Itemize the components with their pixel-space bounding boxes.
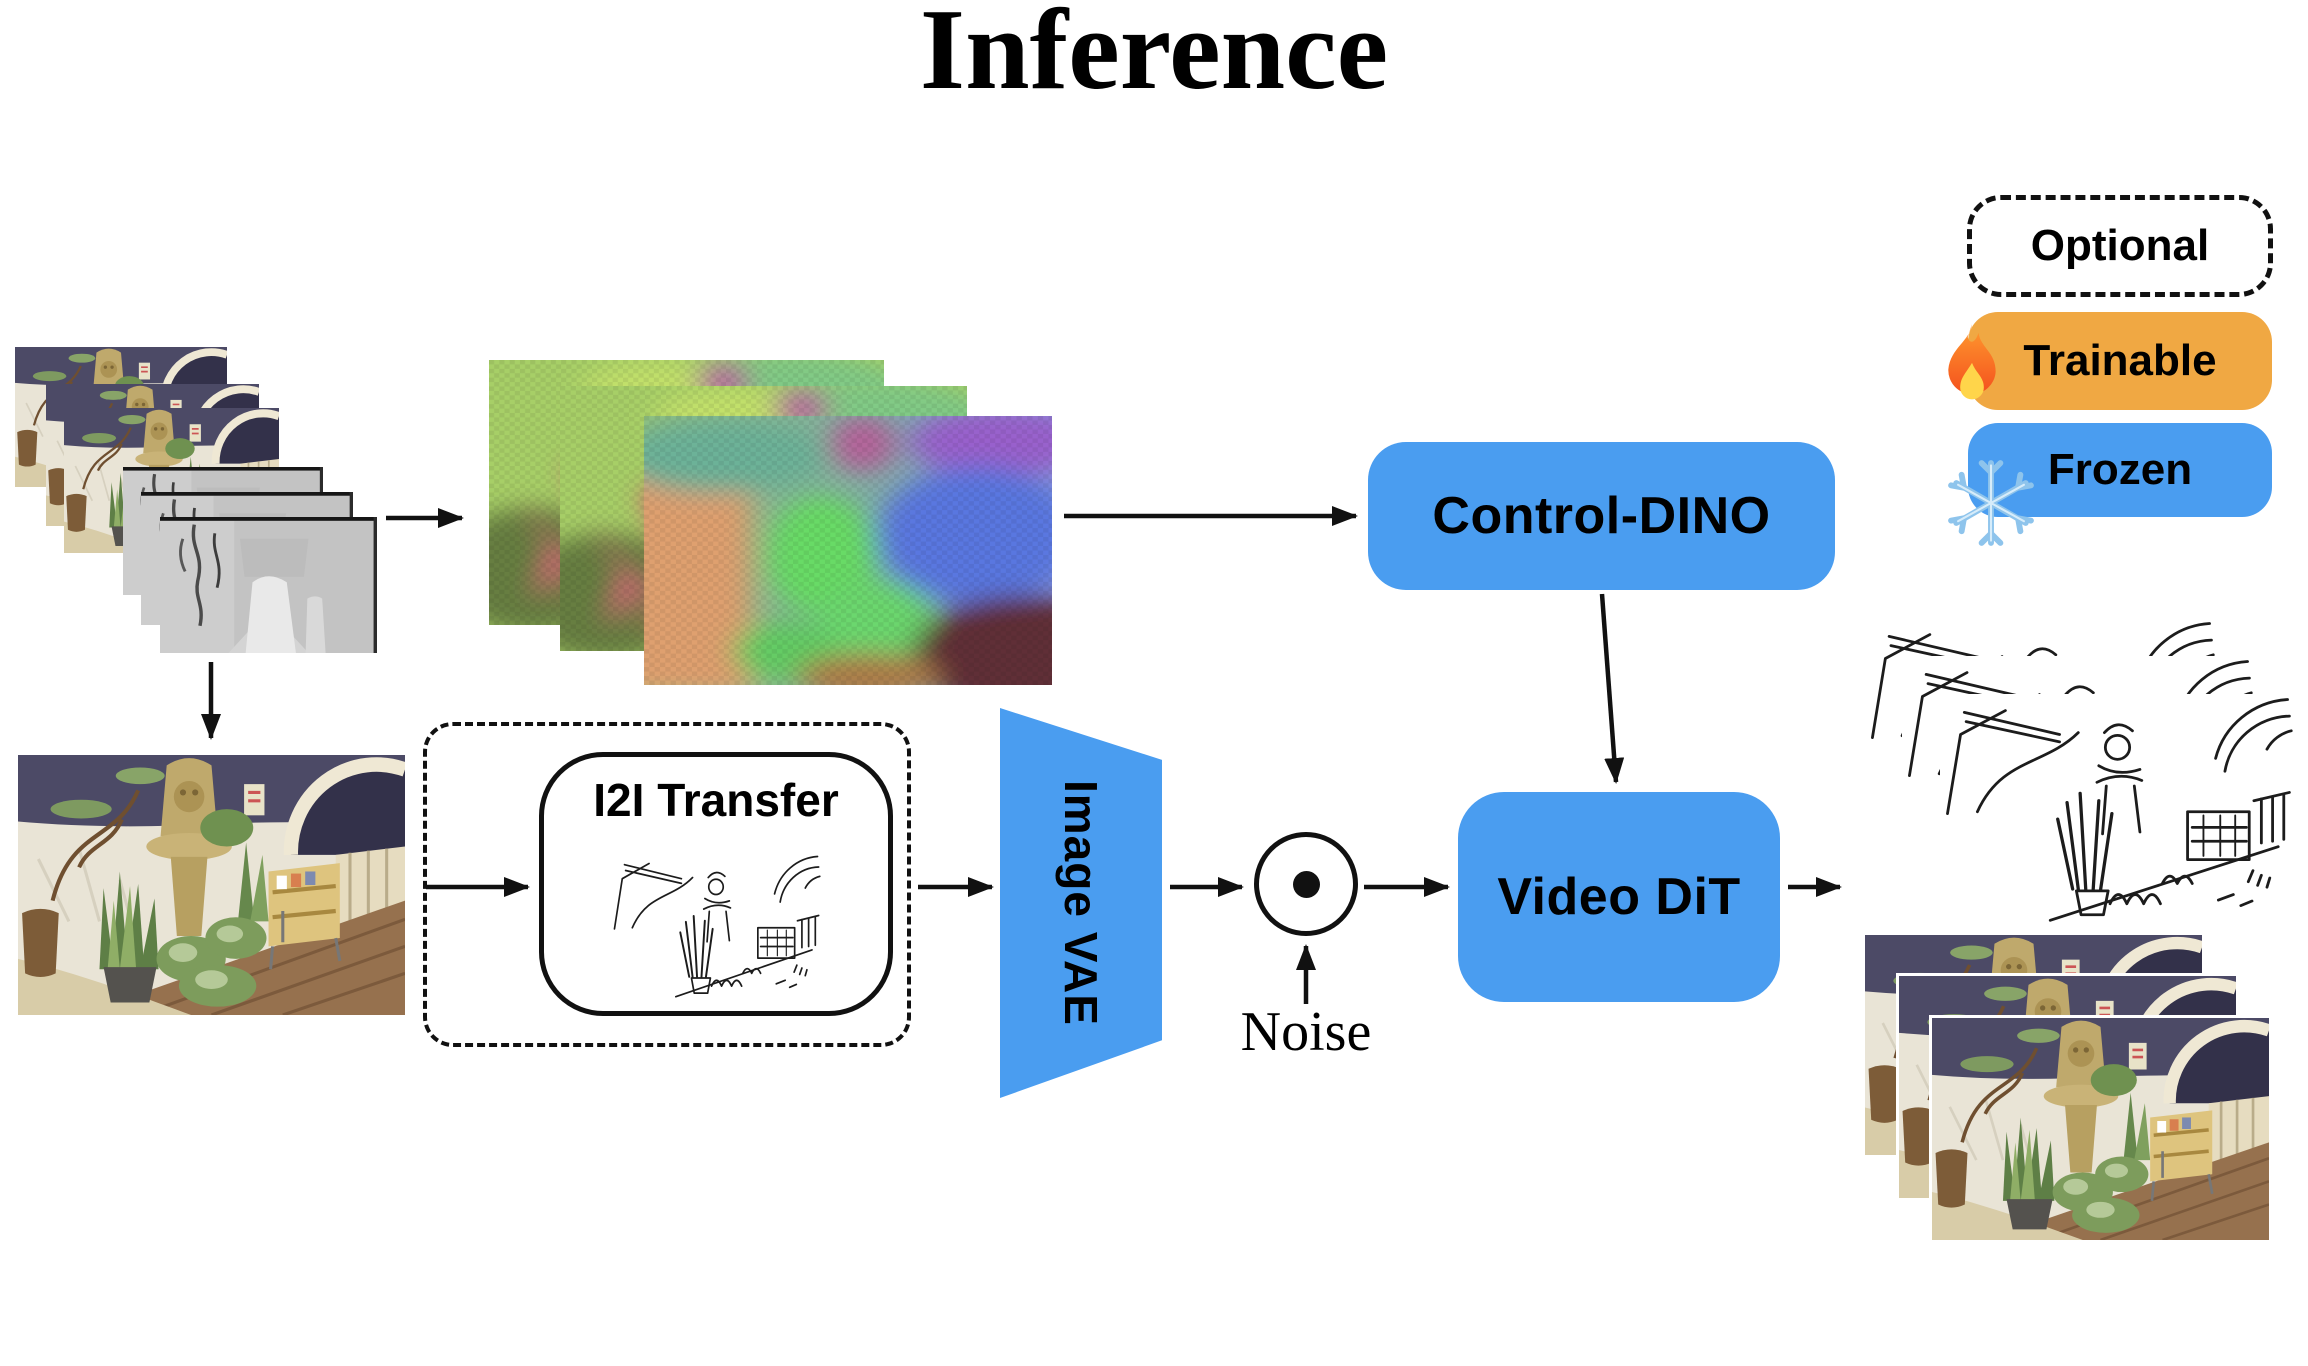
control-dino-label: Control-DINO [1432, 487, 1771, 545]
output-rgb-frame-3 [1929, 1015, 2272, 1243]
control-dino-block: Control-DINO [1368, 442, 1835, 590]
image-vae-block: Image VAE [1000, 708, 1162, 1098]
page-title: Inference [919, 0, 1389, 114]
legend-optional-label: Optional [2030, 221, 2210, 270]
input-depth-frame-3 [160, 517, 377, 653]
arrow-control-dino-to-video-dit [1599, 593, 1625, 784]
dot-glyph [1292, 870, 1320, 898]
i2i-sketch-image [610, 853, 822, 999]
legend-frozen: Frozen [1968, 423, 2272, 517]
video-dit-label: Video DiT [1497, 868, 1741, 926]
fire-icon [1948, 324, 1996, 400]
optional-region: I2I Transfer [423, 722, 911, 1047]
i2i-transfer-label: I2I Transfer [593, 774, 839, 826]
legend-trainable-label: Trainable [2023, 336, 2217, 385]
dino-feature-frame-3 [644, 416, 1052, 685]
reference-image [18, 755, 405, 1015]
video-dit-block: Video DiT [1458, 792, 1780, 1002]
legend-frozen-label: Frozen [2047, 445, 2193, 494]
legend-trainable: Trainable [1968, 312, 2272, 410]
output-sketch-frame-3 [1940, 694, 2295, 924]
image-vae-label: Image VAE [1055, 780, 1107, 1026]
noise-label: Noise [1240, 1001, 1372, 1063]
legend-optional: Optional [1967, 195, 2273, 297]
snowflake-icon [1948, 460, 2034, 546]
circled-dot-operator [1254, 832, 1358, 936]
i2i-transfer-block: I2I Transfer [539, 752, 893, 1016]
